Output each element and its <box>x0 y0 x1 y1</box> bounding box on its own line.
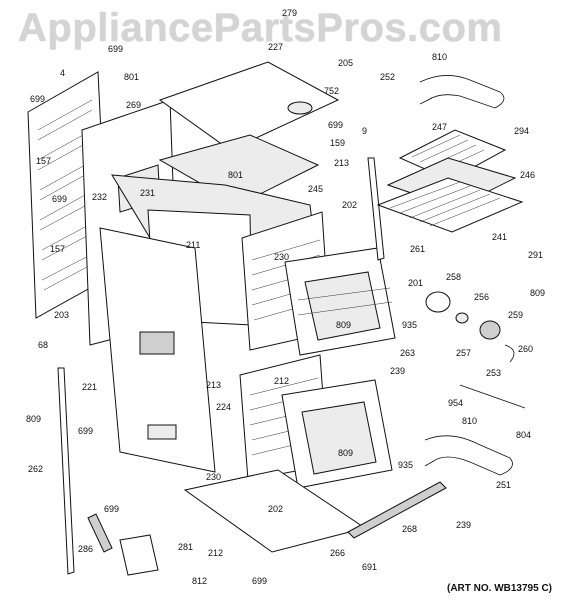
callout-239: 239 <box>390 366 405 376</box>
callout-252: 252 <box>380 72 395 82</box>
callout-269: 269 <box>126 100 141 110</box>
callout-935: 935 <box>398 460 413 470</box>
oven-rack[interactable] <box>376 177 524 233</box>
broil-element[interactable] <box>419 75 505 109</box>
callout-258: 258 <box>446 272 461 282</box>
callout-804: 804 <box>516 430 531 440</box>
watermark: AppliancePartsPros.com <box>18 6 503 50</box>
callout-157: 157 <box>50 244 65 254</box>
callout-268: 268 <box>402 524 417 534</box>
callout-752: 752 <box>324 86 339 96</box>
callout-810: 810 <box>432 52 447 62</box>
callout-241: 241 <box>492 232 507 242</box>
callout-245: 245 <box>308 184 323 194</box>
callout-263: 263 <box>400 348 415 358</box>
art-number: (ART NO. WB13795 C) <box>446 583 552 594</box>
callout-239: 239 <box>456 520 471 530</box>
callout-203: 203 <box>54 310 69 320</box>
callout-259: 259 <box>508 310 523 320</box>
callout-257: 257 <box>456 348 471 358</box>
callout-812: 812 <box>192 576 207 586</box>
cabinet-top[interactable] <box>158 61 340 151</box>
front-frame[interactable] <box>99 227 216 473</box>
callout-253: 253 <box>486 368 501 378</box>
callout-279: 279 <box>282 8 297 18</box>
callout-202: 202 <box>342 200 357 210</box>
callout-212: 212 <box>274 376 289 386</box>
callout-230: 230 <box>274 252 289 262</box>
callout-699: 699 <box>30 94 45 104</box>
callout-232: 232 <box>92 192 107 202</box>
callout-699: 699 <box>328 120 343 130</box>
callout-691: 691 <box>362 562 377 572</box>
callout-201: 201 <box>408 278 423 288</box>
callout-246: 246 <box>520 170 535 180</box>
callout-224: 224 <box>216 402 231 412</box>
callout-281: 281 <box>178 542 193 552</box>
callout-227: 227 <box>268 42 283 52</box>
callout-810: 810 <box>462 416 477 426</box>
callout-159: 159 <box>330 138 345 148</box>
callout-221: 221 <box>82 382 97 392</box>
trim-strip[interactable] <box>347 481 447 539</box>
terminal-block[interactable] <box>459 384 526 409</box>
callout-202: 202 <box>268 504 283 514</box>
oven-light-assembly[interactable] <box>425 291 515 363</box>
callout-labels: 279 699 4 801 227 205 810 252 699 752 26… <box>26 8 545 586</box>
callout-260: 260 <box>518 344 533 354</box>
bake-element[interactable] <box>424 435 513 476</box>
side-rail-right[interactable] <box>367 157 385 261</box>
callout-230: 230 <box>206 472 221 482</box>
upper-oven-frame[interactable] <box>284 247 396 356</box>
callout-231: 231 <box>140 188 155 198</box>
callout-809: 809 <box>338 448 353 458</box>
callout-801: 801 <box>228 170 243 180</box>
callout-262: 262 <box>28 464 43 474</box>
callout-935: 935 <box>402 320 417 330</box>
callout-809: 809 <box>336 320 351 330</box>
side-rail-left[interactable] <box>57 367 75 575</box>
callout-68: 68 <box>38 340 48 350</box>
callout-801: 801 <box>124 72 139 82</box>
callout-247: 247 <box>432 122 447 132</box>
callout-212: 212 <box>208 548 223 558</box>
callout-266: 266 <box>330 548 345 558</box>
callout-4: 4 <box>60 68 65 78</box>
callout-9: 9 <box>362 126 367 136</box>
callout-809: 809 <box>26 414 41 424</box>
callout-286: 286 <box>78 544 93 554</box>
callout-294: 294 <box>514 126 529 136</box>
callout-699: 699 <box>104 504 119 514</box>
callout-213: 213 <box>206 380 221 390</box>
lower-oven-frame[interactable] <box>281 379 393 489</box>
callout-699: 699 <box>78 426 93 436</box>
callout-251: 251 <box>496 480 511 490</box>
callout-256: 256 <box>474 292 489 302</box>
callout-213: 213 <box>334 158 349 168</box>
hinge-assembly[interactable] <box>87 513 159 576</box>
callout-954: 954 <box>448 398 463 408</box>
callout-211: 211 <box>186 240 200 250</box>
callout-699: 699 <box>108 44 123 54</box>
callout-261: 261 <box>410 244 425 254</box>
callout-291: 291 <box>528 250 543 260</box>
callout-699: 699 <box>52 194 67 204</box>
callout-157: 157 <box>36 156 51 166</box>
callout-699: 699 <box>252 576 267 586</box>
callout-809: 809 <box>530 288 545 298</box>
callout-205: 205 <box>338 58 353 68</box>
